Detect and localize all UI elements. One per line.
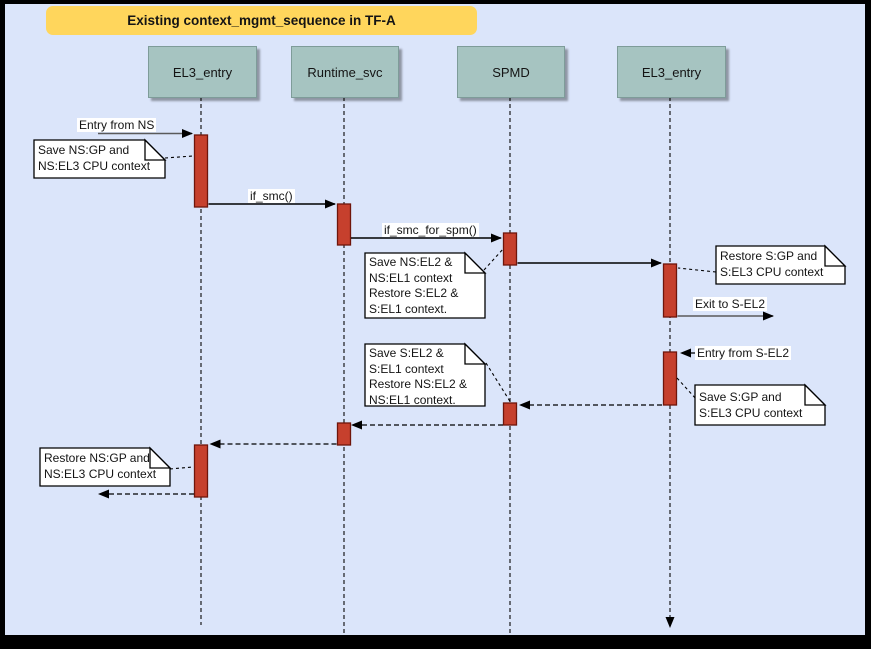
label-if-smc: if_smc() — [248, 189, 295, 203]
label-entry-from-ns: Entry from NS — [77, 118, 157, 132]
note-shape-save-ns-gp — [33, 138, 167, 179]
note-shape-save-s-gp — [694, 383, 827, 426]
activation-el3entry1-b — [193, 444, 209, 498]
activation-el3entry1-a — [193, 134, 209, 208]
actor-el3-entry-1: EL3_entry — [148, 46, 257, 98]
note-line: S:EL1 context — [369, 361, 444, 376]
note-restore-s-gp: Restore S:GP and S:EL3 CPU context — [720, 249, 823, 280]
note-line: Restore NS:EL2 & — [369, 377, 468, 391]
canvas-background — [5, 4, 865, 635]
note-line: NS:EL3 CPU context — [38, 158, 151, 173]
note-save-ns-el2: Save NS:EL2 & NS:EL1 context Restore S:E… — [369, 255, 458, 317]
note-line: Restore S:EL2 & — [369, 286, 459, 300]
note-line: Save S:EL2 & — [369, 346, 444, 360]
note-line: Save NS:GP and — [38, 143, 130, 157]
note-line: NS:EL1 context — [369, 270, 453, 285]
actor-label: EL3_entry — [641, 64, 702, 80]
note-shape-restore-s-gp — [715, 244, 847, 285]
note-shape-restore-ns-gp — [39, 446, 172, 487]
actor-label: Runtime_svc — [307, 64, 383, 80]
label-if-smc-for-spm: if_smc_for_spm() — [382, 223, 479, 237]
connector-save-s-el2 — [485, 362, 512, 404]
actor-runtime-svc: Runtime_svc — [291, 46, 399, 98]
activation-runtimesvc-b — [336, 422, 352, 446]
connector-save-s-gp — [676, 377, 698, 401]
actor-label: EL3_entry — [172, 64, 233, 80]
activation-runtimesvc-a — [336, 203, 352, 246]
actor-label: SPMD — [492, 64, 530, 80]
note-line: NS:EL1 context. — [369, 392, 456, 407]
note-line: S:EL3 CPU context — [699, 405, 803, 420]
connector-save-ns-el2 — [483, 247, 505, 271]
note-line: Save S:GP and — [699, 390, 782, 404]
activation-spmd-a — [502, 232, 518, 266]
actor-spmd: SPMD — [457, 46, 565, 98]
diagram-title: Existing context_mgmt_sequence in TF-A — [46, 6, 477, 35]
label-entry-from-s-el2: Entry from S-EL2 — [695, 346, 792, 360]
note-save-s-el2: Save S:EL2 & S:EL1 context Restore NS:EL… — [369, 346, 467, 408]
label-exit-to-s-el2: Exit to S-EL2 — [693, 297, 768, 311]
connector-save-ns-gp — [164, 155, 194, 159]
note-save-s-gp: Save S:GP and S:EL3 CPU context — [699, 390, 802, 421]
note-line: S:EL3 CPU context — [720, 264, 824, 279]
connector-restore-ns-gp — [169, 466, 194, 470]
note-save-ns-gp: Save NS:GP and NS:EL3 CPU context — [38, 143, 150, 174]
note-line: S:EL1 context. — [369, 301, 448, 316]
actor-el3-entry-2: EL3_entry — [617, 46, 726, 98]
connector-restore-s-gp — [677, 267, 717, 273]
note-line: Save NS:EL2 & — [369, 255, 453, 269]
note-line: NS:EL3 CPU context — [44, 466, 157, 481]
note-shape-save-s-el2 — [364, 342, 487, 407]
activation-el3entry2-b — [662, 351, 678, 406]
note-line: Restore NS:GP and — [44, 451, 150, 465]
note-shape-save-ns-el2 — [364, 251, 487, 319]
note-restore-ns-gp: Restore NS:GP and NS:EL3 CPU context — [44, 451, 156, 482]
activation-spmd-b — [502, 402, 518, 426]
note-line: Restore S:GP and — [720, 249, 818, 263]
activation-el3entry2-a — [662, 263, 678, 318]
